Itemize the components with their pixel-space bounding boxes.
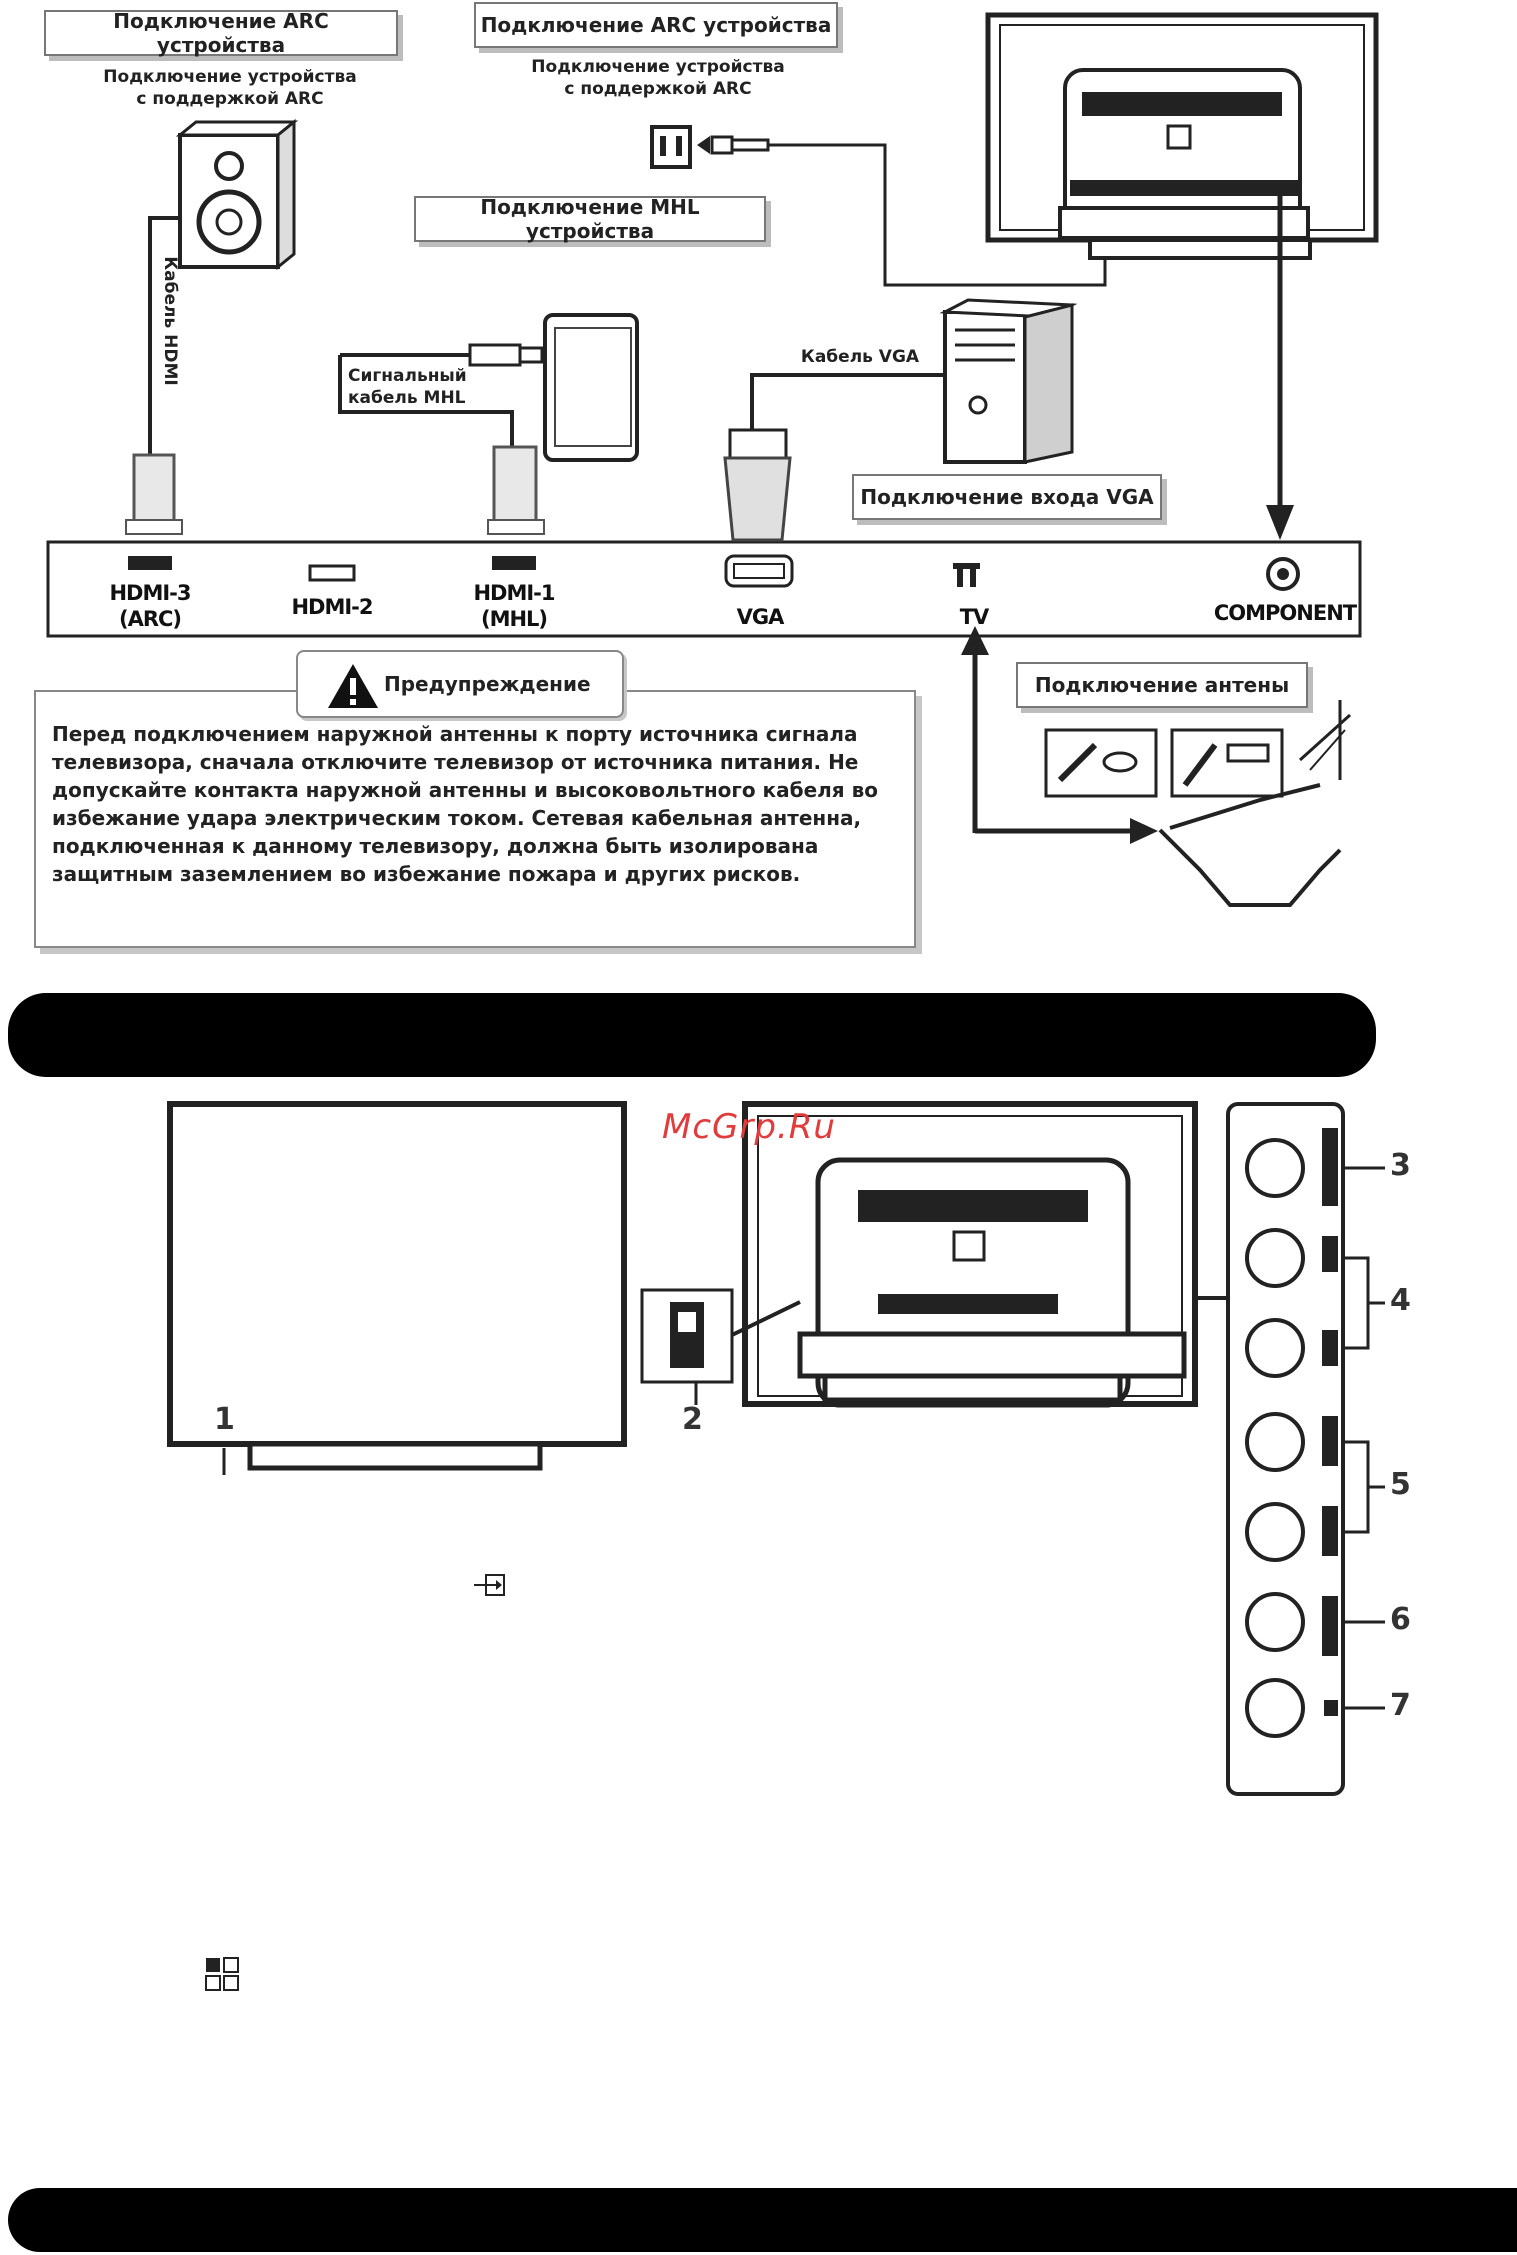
- warning-title: Предупреждение: [384, 672, 591, 696]
- warning-box: [34, 690, 916, 948]
- arc-label-left: Подключение ARC устройства: [44, 9, 398, 57]
- tv-rear-icon: [742, 1101, 1198, 1408]
- antenna-label: Подключение антены: [1016, 662, 1308, 708]
- speaker-icon: [175, 118, 299, 271]
- vga-label: Подключение входа VGA: [852, 474, 1162, 520]
- port-hdmi1: HDMI-1 (MHL): [473, 581, 555, 631]
- warning-title-box: Предупреждение: [296, 650, 624, 718]
- tablet-icon: [543, 313, 639, 462]
- mhl-cable-label: Сигнальный кабель MHL: [348, 366, 467, 408]
- callout-7: 7: [1390, 1688, 1411, 1723]
- arc-sub-right: Подключение устройства с поддержкой ARC: [531, 57, 785, 99]
- computer-tower-icon: [939, 298, 1078, 464]
- tv-front-icon: [167, 1101, 627, 1475]
- warning-text: Перед подключением наружной антенны к по…: [52, 722, 878, 886]
- callout-6: 6: [1390, 1602, 1411, 1637]
- callout-5: 5: [1390, 1467, 1411, 1502]
- input-source-icon: [474, 1574, 505, 1596]
- tv-back-icon: [985, 12, 1379, 260]
- callout-1: 1: [214, 1402, 235, 1437]
- callout-3: 3: [1390, 1148, 1411, 1183]
- arc-sub-left: Подключение устройства с поддержкой ARC: [103, 67, 357, 109]
- watermark: McGrp.Ru: [662, 1107, 836, 1147]
- port-hdmi2: HDMI-2: [291, 595, 373, 619]
- port-hdmi3: HDMI-3 (ARC): [109, 581, 191, 631]
- warning-triangle-icon: [328, 664, 378, 708]
- callout-2: 2: [682, 1402, 703, 1437]
- callout-4: 4: [1390, 1283, 1411, 1318]
- tv-controls-diagram: [167, 1101, 1385, 1796]
- mhl-label: Подключение MHL устройства: [414, 195, 766, 243]
- menu-grid-icon: [205, 1957, 239, 1991]
- connection-diagram-lines: [46, 12, 1379, 907]
- vga-cable-label: Кабель VGA: [800, 347, 920, 367]
- port-tv: TV: [959, 605, 990, 629]
- section-band-2: [8, 2188, 1517, 2252]
- arc-label-right: Подключение ARC устройства: [474, 2, 838, 48]
- hdmi-cable-label: Кабель HDMI: [160, 256, 180, 386]
- section-band-1: [8, 993, 1376, 1077]
- port-vga: VGA: [736, 605, 785, 629]
- port-component: COMPONENT: [1213, 601, 1357, 625]
